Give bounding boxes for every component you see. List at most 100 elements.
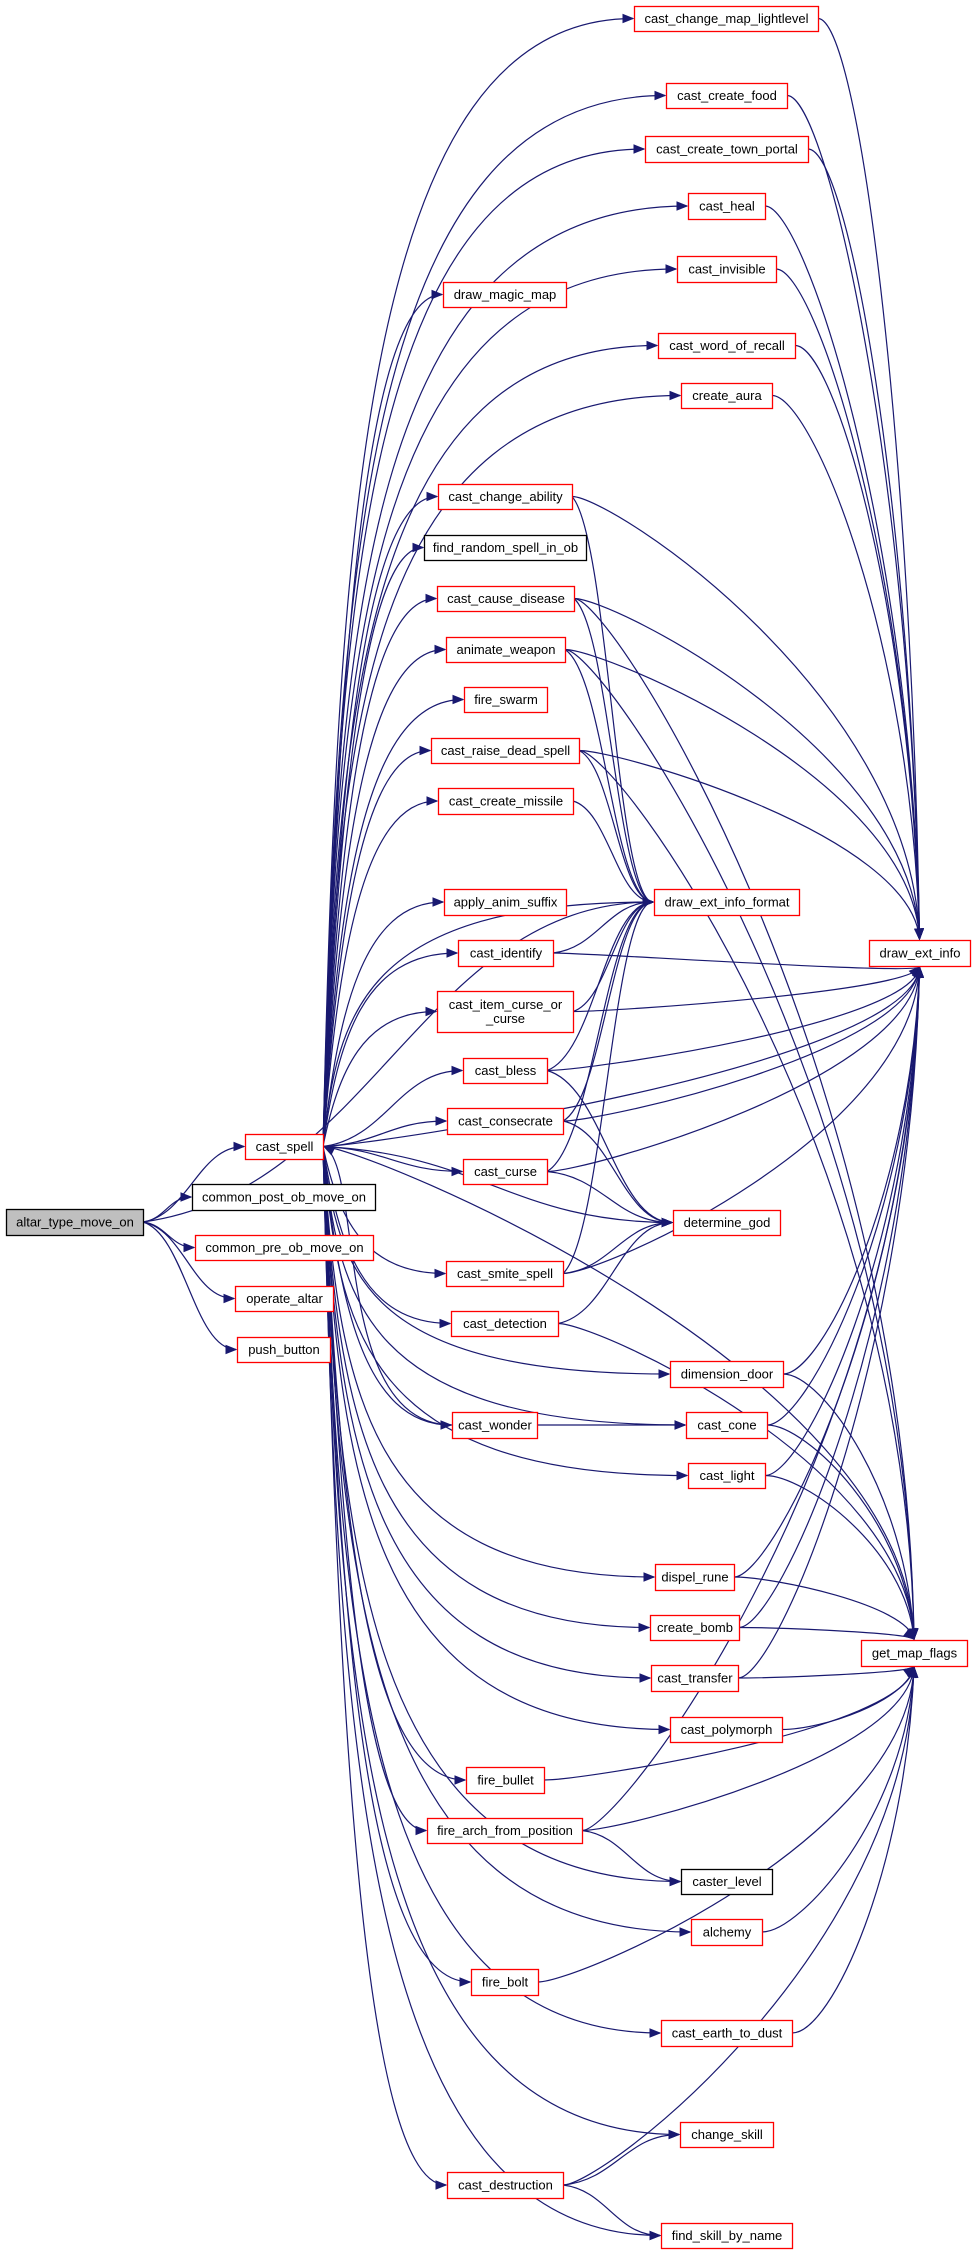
node-cast-bless[interactable]: cast_bless: [462, 1057, 549, 1085]
node-draw-magic-map[interactable]: draw_magic_map: [442, 281, 568, 309]
node-cast-detection[interactable]: cast_detection: [450, 1310, 560, 1338]
node-fire-swarm[interactable]: fire_swarm: [463, 686, 549, 714]
node-fire-arch-from-position[interactable]: fire_arch_from_position: [426, 1817, 584, 1845]
node-label: altar_type_move_on: [16, 1215, 134, 1230]
node-cast-create-food[interactable]: cast_create_food: [665, 82, 789, 110]
node-label: fire_bolt: [482, 1975, 529, 1990]
node-cast-heal[interactable]: cast_heal: [687, 192, 767, 221]
node-box: [436, 585, 576, 613]
node-cast-raise-dead-spell[interactable]: cast_raise_dead_spell: [430, 737, 581, 765]
arrowhead-icon: [639, 1673, 652, 1683]
arrowhead-icon: [426, 796, 439, 806]
node-box: [437, 483, 574, 511]
node-label: cast_curse: [474, 1164, 537, 1179]
node-caster-level[interactable]: caster_level: [680, 1868, 774, 1896]
arrowhead-icon: [454, 1775, 467, 1785]
node-box: [680, 1868, 774, 1896]
node-find-skill-by-name[interactable]: find_skill_by_name: [660, 2222, 794, 2250]
node-fire-bolt[interactable]: fire_bolt: [470, 1968, 540, 1997]
edge-cast_destruction-to-change_skill: [562, 2133, 680, 2186]
edge-cast_raise_dead_spell-to-draw_ext_info_format: [578, 749, 654, 903]
node-cast-spell[interactable]: cast_spell: [244, 1133, 325, 1161]
edge-fire_arch_from_position-to-draw_ext_info: [581, 966, 921, 1832]
node-cast-identify[interactable]: cast_identify: [457, 939, 555, 968]
node-box: [669, 1360, 785, 1389]
node-cast-curse[interactable]: cast_curse: [462, 1158, 549, 1186]
node-create-aura[interactable]: create_aura: [680, 382, 774, 410]
edge-cast_change_map_lightlevel-to-draw_ext_info: [817, 17, 921, 940]
node-box: [442, 281, 568, 309]
edge-cast_smite_spell-to-draw_ext_info: [562, 966, 921, 1275]
node-cast-create-missile[interactable]: cast_create_missile: [437, 787, 575, 816]
edge-cast_curse-to-draw_ext_info: [546, 966, 921, 1173]
node-cast-smite-spell[interactable]: cast_smite_spell: [445, 1260, 565, 1288]
node-cast-create-town-portal[interactable]: cast_create_town_portal: [644, 135, 810, 164]
node-dimension-door[interactable]: dimension_door: [669, 1360, 785, 1389]
edge-cast_spell-to-cast_change_map_lightlevel: [322, 17, 634, 1147]
node-cast-cone[interactable]: cast_cone: [685, 1411, 769, 1440]
node-label: cast_earth_to_dust: [672, 2026, 783, 2041]
edge-cast_spell-to-cast_earth_to_dust: [322, 1146, 661, 2034]
node-box: [426, 1817, 584, 1845]
arrowhead-icon: [622, 13, 635, 24]
node-cast-light[interactable]: cast_light: [687, 1462, 767, 1490]
node-draw-ext-info-format[interactable]: draw_ext_info_format: [653, 888, 801, 917]
node-box: [676, 255, 778, 284]
node-cast-destruction[interactable]: cast_destruction: [446, 2171, 565, 2200]
node-box: [244, 1133, 325, 1161]
arrowhead-icon: [669, 1876, 682, 1887]
node-altar-type-move-on[interactable]: altar_type_move_on: [5, 1208, 145, 1237]
node-box: [463, 686, 549, 714]
node-push-button[interactable]: push_button: [236, 1336, 332, 1364]
arrowhead-icon: [225, 1344, 238, 1355]
edge-altar_type_move_on-to-operate_altar: [142, 1221, 235, 1300]
node-change-skill[interactable]: change_skill: [679, 2121, 775, 2149]
node-fire-bullet[interactable]: fire_bullet: [465, 1766, 546, 1795]
node-alchemy[interactable]: alchemy: [690, 1918, 764, 1947]
node-cast-wonder[interactable]: cast_wonder: [451, 1411, 539, 1440]
arrowhead-icon: [183, 1242, 196, 1253]
edge-cast_spell-to-create_bomb: [322, 1146, 650, 1629]
node-cast-invisible[interactable]: cast_invisible: [676, 255, 778, 284]
node-common-post-ob-move-on[interactable]: common_post_ob_move_on: [191, 1183, 377, 1212]
edge-cast_spell-to-cast_word_of_recall: [322, 344, 658, 1147]
node-cast-cause-disease[interactable]: cast_cause_disease: [436, 585, 576, 613]
node-box: [657, 332, 797, 360]
node-box: [462, 1057, 549, 1085]
node-cast-change-ability[interactable]: cast_change_ability: [437, 483, 574, 511]
arrowhead-icon: [676, 1470, 689, 1481]
node-draw-ext-info[interactable]: draw_ext_info: [868, 939, 972, 968]
node-box: [680, 382, 774, 410]
node-animate-weapon[interactable]: animate_weapon: [445, 636, 567, 664]
node-determine-god[interactable]: determine_god: [672, 1209, 782, 1237]
node-find-random-spell-in-ob[interactable]: find_random_spell_in_ob: [423, 534, 588, 562]
node-create-bomb[interactable]: create_bomb: [649, 1614, 741, 1642]
node-common-pre-ob-move-on[interactable]: common_pre_ob_move_on: [194, 1234, 375, 1262]
node-box: [5, 1208, 145, 1237]
node-operate-altar[interactable]: operate_altar: [234, 1285, 335, 1313]
node-box: [690, 1918, 764, 1947]
node-cast-polymorph[interactable]: cast_polymorph: [669, 1716, 784, 1744]
edge-fire_bullet-to-get_map_flags: [543, 1666, 915, 1781]
node-get-map-flags[interactable]: get_map_flags: [860, 1639, 969, 1668]
edge-cast_spell-to-draw_ext_info: [322, 966, 921, 1148]
arrowhead-icon: [446, 948, 459, 958]
edge-cast_change_ability-to-draw_ext_info: [571, 495, 921, 940]
edge-altar_type_move_on-to-draw_ext_info_format: [142, 901, 654, 1223]
node-apply-anim-suffix[interactable]: apply_anim_suffix: [443, 888, 568, 917]
node-cast-transfer[interactable]: cast_transfer: [650, 1664, 740, 1693]
node-cast-earth-to-dust[interactable]: cast_earth_to_dust: [660, 2019, 794, 2048]
node-cast-item-curse-or-curse[interactable]: cast_item_curse_or_curse: [436, 990, 575, 1034]
arrowhead-icon: [434, 644, 447, 655]
node-label: get_map_flags: [872, 1646, 958, 1661]
node-cast-consecrate[interactable]: cast_consecrate: [446, 1107, 565, 1136]
node-cast-word-of-recall[interactable]: cast_word_of_recall: [657, 332, 797, 360]
node-dispel-rune[interactable]: dispel_rune: [654, 1563, 736, 1592]
node-box: [650, 1664, 740, 1693]
arrowhead-icon: [180, 1192, 193, 1202]
edge-animate_weapon-to-get_map_flags: [564, 648, 915, 1640]
edge-cast_spell-to-cast_transfer: [322, 1146, 651, 1679]
arrowhead-icon: [665, 264, 678, 274]
node-label: cast_word_of_recall: [669, 338, 785, 353]
node-cast-change-map-lightlevel[interactable]: cast_change_map_lightlevel: [633, 5, 820, 33]
